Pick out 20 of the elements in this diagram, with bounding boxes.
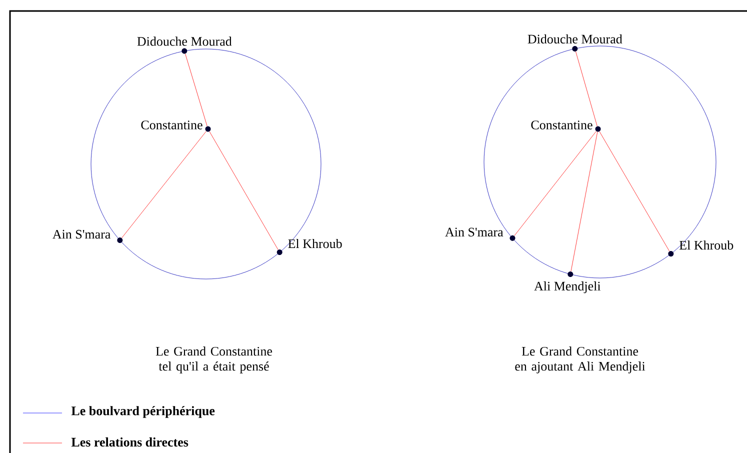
- caption-text: Le Grand Constantine en ajoutant Ali Mendjeli: [515, 346, 646, 374]
- connector-line: [209, 131, 278, 250]
- legend-text: Le boulvard périphérique: [71, 406, 215, 418]
- connector-line: [599, 131, 670, 252]
- connector-line: [570, 132, 598, 272]
- caption-text: Le Grand Constantine tel qu'il a était pensé: [156, 346, 272, 374]
- place-label: El Khroub: [679, 240, 734, 250]
- place-label: Didouche Mourad: [137, 36, 232, 46]
- place-label: Ain S'mara: [52, 230, 111, 239]
- place-label: Didouche Mourad: [528, 34, 622, 44]
- connector-line: [185, 54, 208, 126]
- connector-line: [514, 131, 596, 236]
- place-label: Ain S'mara: [445, 228, 504, 236]
- place-label: Constantine: [531, 120, 592, 130]
- connector-line: [576, 51, 598, 126]
- connector-line: [122, 131, 206, 238]
- place-label: Constantine: [141, 120, 202, 130]
- legend-text: Les relations directes: [71, 437, 188, 447]
- place-label: El Khroub: [288, 238, 342, 248]
- place-label: Ali Mendjeli: [534, 281, 601, 294]
